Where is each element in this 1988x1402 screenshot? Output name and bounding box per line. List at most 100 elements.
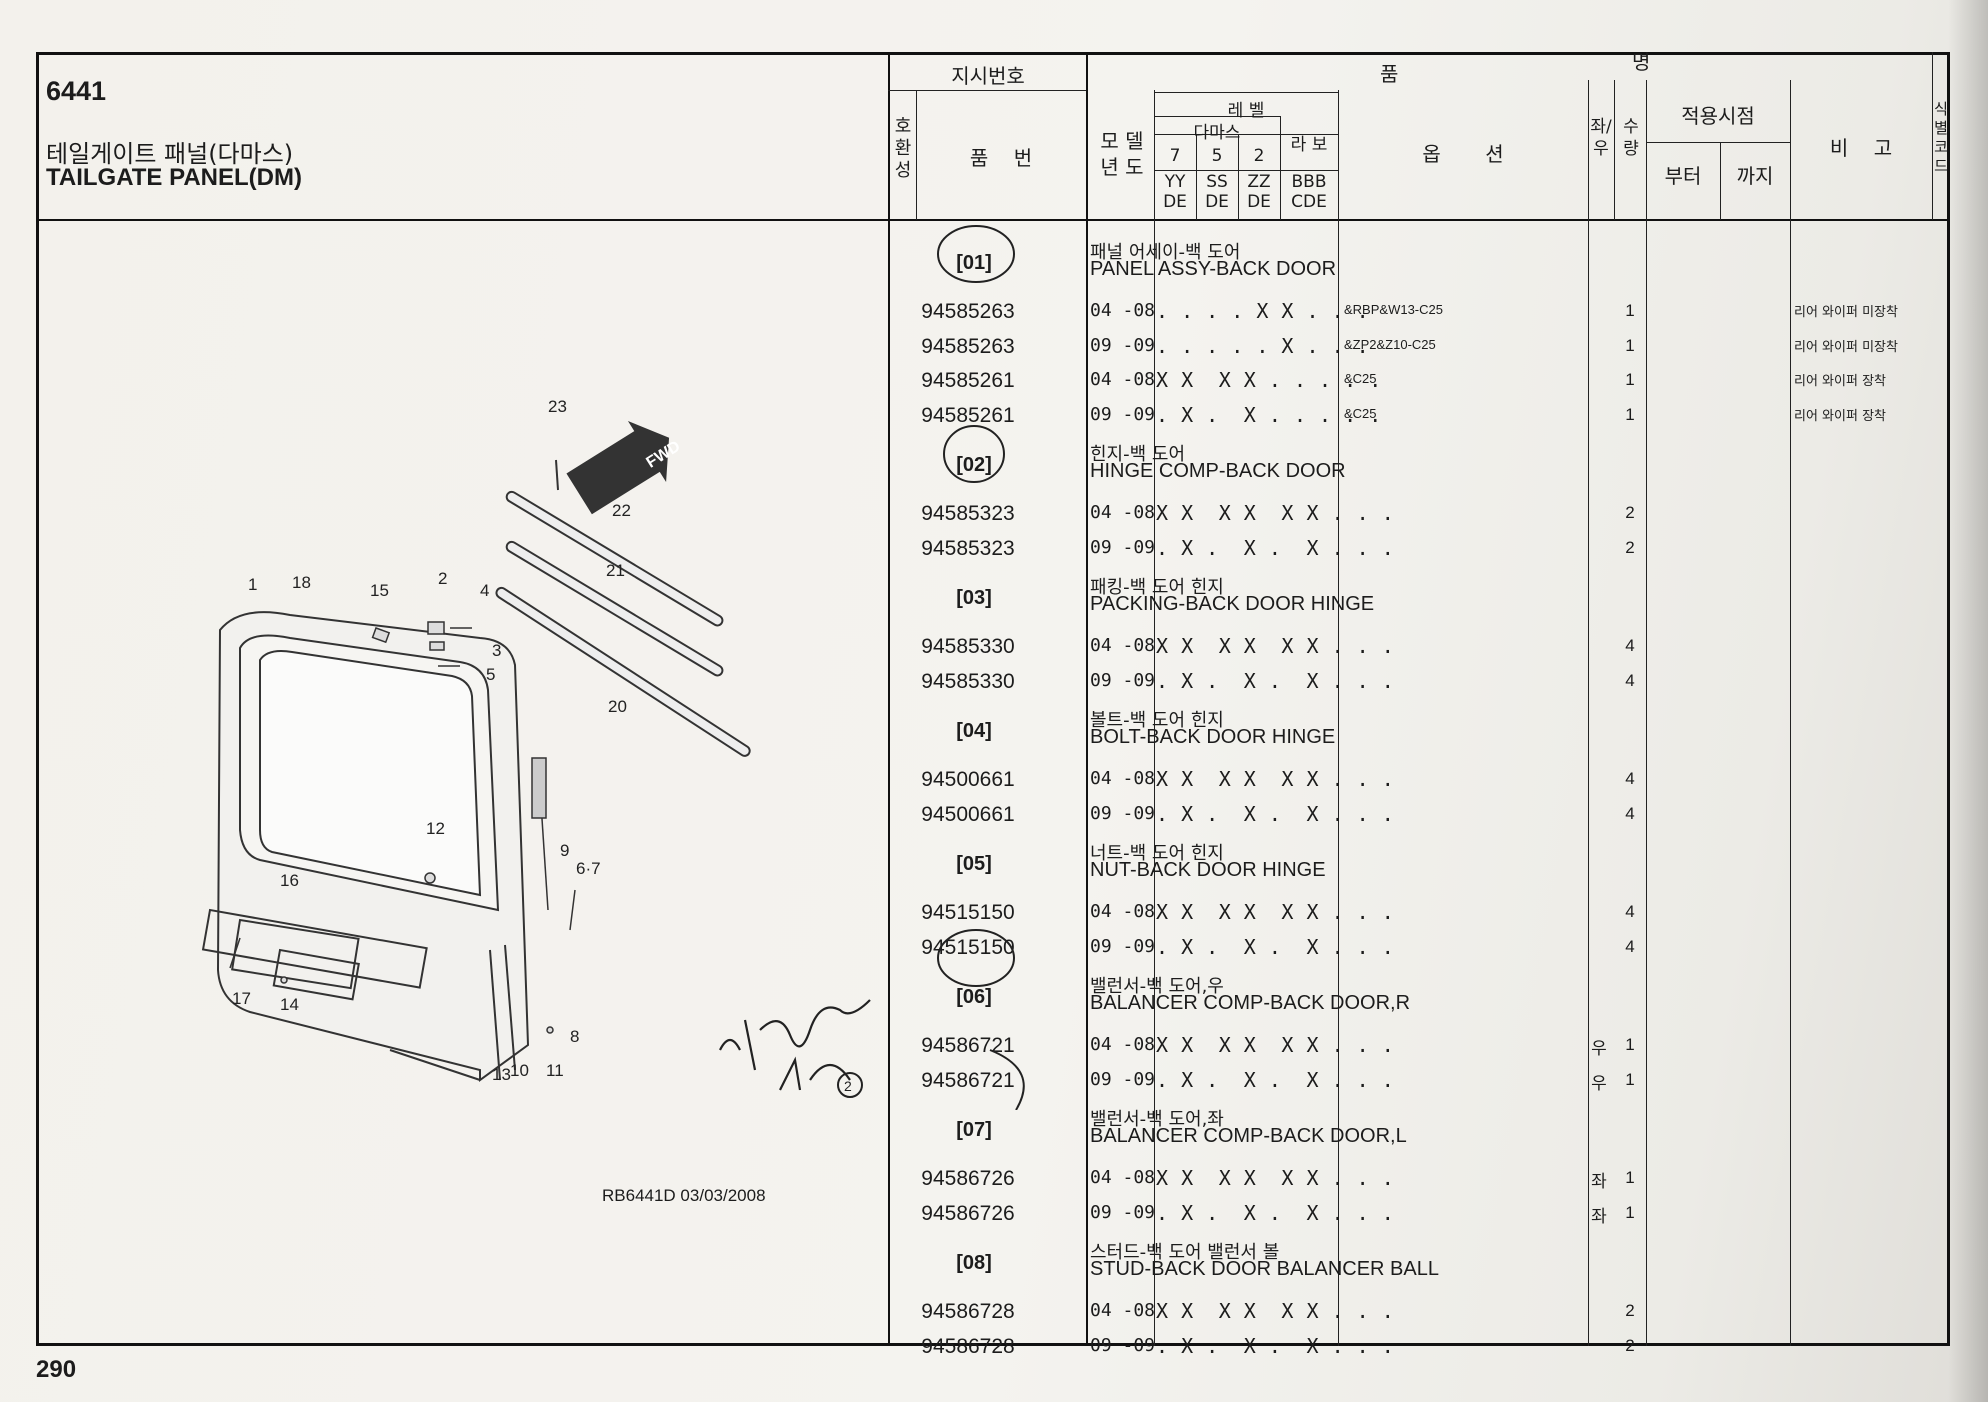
- part-number: 94585263: [921, 300, 1015, 323]
- header-option: 옵 션: [1422, 142, 1504, 166]
- page-frame: [36, 52, 1950, 1346]
- callout-12: 12: [426, 819, 445, 838]
- level-col-5: 5: [1211, 146, 1223, 166]
- remark: 리어 와이퍼 미장착: [1794, 305, 1898, 320]
- header-remarks: 비 고: [1829, 136, 1893, 160]
- header-quantity: 수량: [1623, 117, 1639, 159]
- remark: 리어 와이퍼 장착: [1794, 374, 1886, 389]
- quantity: 4: [1625, 803, 1635, 823]
- col-line-option: [1588, 80, 1589, 1346]
- model-years: 04 -08: [1090, 1167, 1156, 1188]
- level-marks: X X X X X X . . .: [1156, 1299, 1395, 1323]
- quantity: 1: [1625, 1069, 1635, 1089]
- callout-20: 20: [608, 697, 627, 716]
- hdr-line-applicable: [1646, 142, 1790, 143]
- remark: 리어 와이퍼 미장착: [1794, 339, 1898, 355]
- page-title-korean: 테일게이트 패널(다마스): [46, 140, 294, 168]
- drawing-reference: RB6441D 03/03/2008: [602, 1186, 766, 1205]
- hand-circles: [937, 225, 1025, 1110]
- callout-9: 9: [560, 841, 569, 860]
- callout-labels: 23 22 21 20 1 18 15 2 4 3 5 12 16 9 6·7 …: [232, 397, 631, 1084]
- option-code: &C25: [1344, 371, 1377, 386]
- callout-23: 23: [548, 397, 567, 416]
- callout-5: 5: [486, 665, 495, 684]
- col-line-interchange: [916, 90, 917, 220]
- col-line-partno: [1086, 52, 1088, 1346]
- header-instruction-no: 지시번호: [951, 64, 1025, 88]
- group-name-english: BOLT-BACK DOOR HINGE: [1090, 726, 1336, 748]
- model-years: 04 -08: [1090, 901, 1156, 922]
- quantity: 4: [1625, 902, 1635, 921]
- header-damas: 다마스: [1193, 123, 1241, 143]
- group-name-korean: 패널 어세이-백 도어: [1090, 242, 1241, 263]
- level-marks: X X X X . . . . .: [1156, 368, 1382, 392]
- callout-21: 21: [606, 561, 625, 580]
- quantity: 4: [1625, 769, 1635, 788]
- part-number: 94586728: [921, 1334, 1015, 1358]
- callout-8: 8: [570, 1027, 579, 1046]
- option-code: &C25: [1344, 405, 1377, 421]
- part-number: 94585323: [921, 502, 1015, 525]
- level-marks: . . . . . X . . .: [1156, 333, 1370, 358]
- callout-6-7: 6·7: [576, 859, 601, 878]
- part-number: 94585261: [921, 369, 1015, 392]
- book-spine-shadow: [1948, 0, 1988, 1402]
- level-marks: . X . X . X . . .: [1156, 1067, 1395, 1092]
- quantity: 4: [1625, 636, 1635, 655]
- quantity: 1: [1625, 301, 1635, 320]
- model-years: 04 -08: [1090, 768, 1156, 789]
- side-indicator: 우: [1591, 1073, 1607, 1094]
- level-code-bbbcde: BBB CDE: [1291, 172, 1327, 212]
- level-marks: . X . X . X . . .: [1156, 668, 1395, 693]
- level-col-7: 7: [1169, 146, 1181, 166]
- hdr-line-instr: [888, 90, 1086, 91]
- part-number: 94585330: [921, 635, 1015, 658]
- model-years: 09 -09: [1090, 536, 1156, 558]
- part-number: 94586726: [921, 1167, 1015, 1190]
- level-marks: X X X X X X . . .: [1156, 1033, 1395, 1057]
- callout-4: 4: [480, 581, 489, 600]
- model-years: 09 -09: [1090, 1201, 1156, 1223]
- group-name-english: BALANCER COMP-BACK DOOR,L: [1090, 1125, 1407, 1147]
- hdr-line-level: [1154, 92, 1338, 93]
- quantity: 1: [1625, 370, 1635, 389]
- group-name-korean: 밸런서-백 도어,우: [1090, 976, 1224, 997]
- tailgate-panel-drawing: [201, 611, 530, 1082]
- part-number: 94515150: [921, 901, 1015, 924]
- header-item-name: 품: [1380, 62, 1399, 86]
- group-ref-number: [05]: [956, 853, 992, 875]
- callout-11: 11: [546, 1061, 564, 1080]
- group-name-english: BALANCER COMP-BACK DOOR,R: [1090, 992, 1411, 1014]
- group-name-korean: 패킹-백 도어 힌지: [1090, 577, 1224, 598]
- col-line-labo: [1338, 90, 1339, 1346]
- part-number: 94500661: [921, 768, 1015, 791]
- level-code-yyde: YY DE: [1163, 172, 1187, 212]
- group-name-english: PANEL ASSY-BACK DOOR: [1090, 258, 1337, 280]
- callout-17: 17: [232, 989, 251, 1008]
- callout-3: 3: [492, 641, 501, 660]
- callout-1: 1: [248, 575, 257, 594]
- part-number: 94586728: [921, 1300, 1015, 1323]
- model-years: 09 -09: [1090, 334, 1156, 356]
- callout-22: 22: [612, 501, 631, 520]
- header-labo: 라 보: [1290, 135, 1328, 155]
- callout-18: 18: [292, 573, 311, 592]
- quantity: 2: [1625, 503, 1635, 522]
- model-years: 09 -09: [1090, 669, 1156, 691]
- header-side: 좌/우: [1590, 117, 1612, 159]
- header-to: 까지: [1736, 164, 1774, 188]
- col-line-l7: [1196, 134, 1197, 220]
- group-name-korean: 밸런서-백 도어,좌: [1090, 1109, 1224, 1130]
- group-name-english: NUT-BACK DOOR HINGE: [1090, 859, 1326, 881]
- side-indicator: 우: [1591, 1039, 1607, 1059]
- group-ref-number: [07]: [956, 1119, 992, 1141]
- level-marks: . X . X . . . . .: [1156, 402, 1382, 427]
